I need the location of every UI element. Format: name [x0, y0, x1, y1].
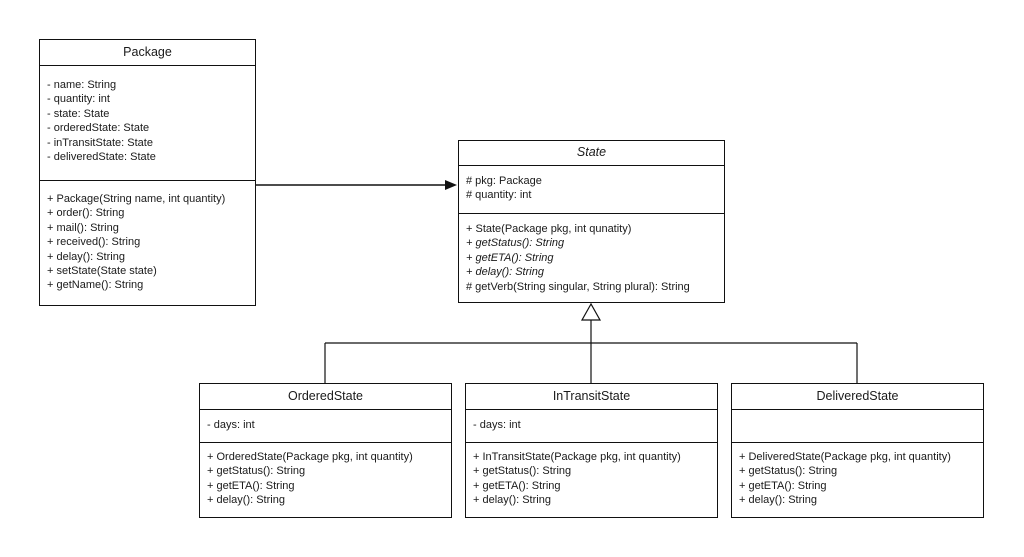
attribute: # quantity: int — [466, 189, 532, 202]
method: + getStatus(): String — [473, 465, 572, 478]
method: + mail(): String — [47, 221, 119, 234]
method: + getStatus(): String — [466, 237, 565, 250]
method: + Package(String name, int quantity) — [47, 193, 226, 205]
class-name: State — [459, 141, 724, 166]
class-name: DeliveredState — [732, 384, 983, 410]
attribute: - orderedState: State — [47, 122, 150, 135]
method: + OrderedState(Package pkg, int quantity… — [207, 451, 413, 463]
class-delivered-state[interactable]: DeliveredState + DeliveredState(Package … — [731, 383, 984, 518]
association-arrowhead — [445, 180, 457, 190]
attributes-section: # pkg: Package # quantity: int — [459, 166, 724, 213]
method: + State(Package pkg, int qunatity) — [466, 223, 632, 235]
method: + getStatus(): String — [739, 465, 838, 478]
class-name: Package — [40, 40, 255, 66]
method: + DeliveredState(Package pkg, int quanti… — [739, 451, 951, 463]
method: + getStatus(): String — [207, 465, 306, 478]
attributes-section: - name: String - quantity: int- state: St… — [40, 66, 255, 180]
attribute: - days: int — [207, 419, 255, 431]
method: + delay(): String — [739, 494, 817, 507]
method: + delay(): String — [207, 494, 285, 507]
class-package[interactable]: Package - name: String - quantity: int- s… — [39, 39, 256, 306]
class-ordered-state[interactable]: OrderedState - days: int + OrderedState(… — [199, 383, 452, 518]
attributes-section: - days: int — [200, 410, 451, 442]
class-in-transit-state[interactable]: InTransitState - days: int + InTransitSt… — [465, 383, 718, 518]
methods-section: + InTransitState(Package pkg, int quanti… — [466, 442, 717, 508]
generalization-triangle — [580, 302, 602, 321]
method: + InTransitState(Package pkg, int quanti… — [473, 451, 681, 463]
method: + order(): String — [47, 207, 125, 220]
attribute: - name: String — [47, 79, 117, 91]
method: + getName(): String — [47, 279, 144, 292]
attributes-section — [732, 410, 983, 442]
class-name: InTransitState — [466, 384, 717, 410]
method: + delay(): String — [47, 250, 125, 263]
method: + getETA(): String — [739, 479, 827, 492]
attribute: - deliveredState: State — [47, 151, 156, 164]
method: + received(): String — [47, 236, 141, 249]
attribute: - state: State — [47, 107, 110, 120]
method: # getVerb(String singular, String plural… — [466, 280, 690, 293]
methods-section: + Package(String name, int quantity) + or… — [40, 180, 255, 293]
attribute: - quantity: int — [47, 93, 110, 106]
method: + getETA(): String — [207, 479, 295, 492]
methods-section: + DeliveredState(Package pkg, int quanti… — [732, 442, 983, 508]
class-state[interactable]: State # pkg: Package # quantity: int + St… — [458, 140, 725, 303]
methods-section: + OrderedState(Package pkg, int quantity… — [200, 442, 451, 508]
method: + getETA(): String — [466, 251, 554, 264]
class-name: OrderedState — [200, 384, 451, 410]
attribute: # pkg: Package — [466, 175, 542, 187]
attribute: - inTransitState: State — [47, 136, 153, 149]
method: + getETA(): String — [473, 479, 561, 492]
method: + setState(State state) — [47, 265, 157, 278]
method: + delay(): String — [466, 266, 544, 279]
methods-section: + State(Package pkg, int qunatity) + getS… — [459, 213, 724, 294]
method: + delay(): String — [473, 494, 551, 507]
attributes-section: - days: int — [466, 410, 717, 442]
attribute: - days: int — [473, 419, 521, 431]
